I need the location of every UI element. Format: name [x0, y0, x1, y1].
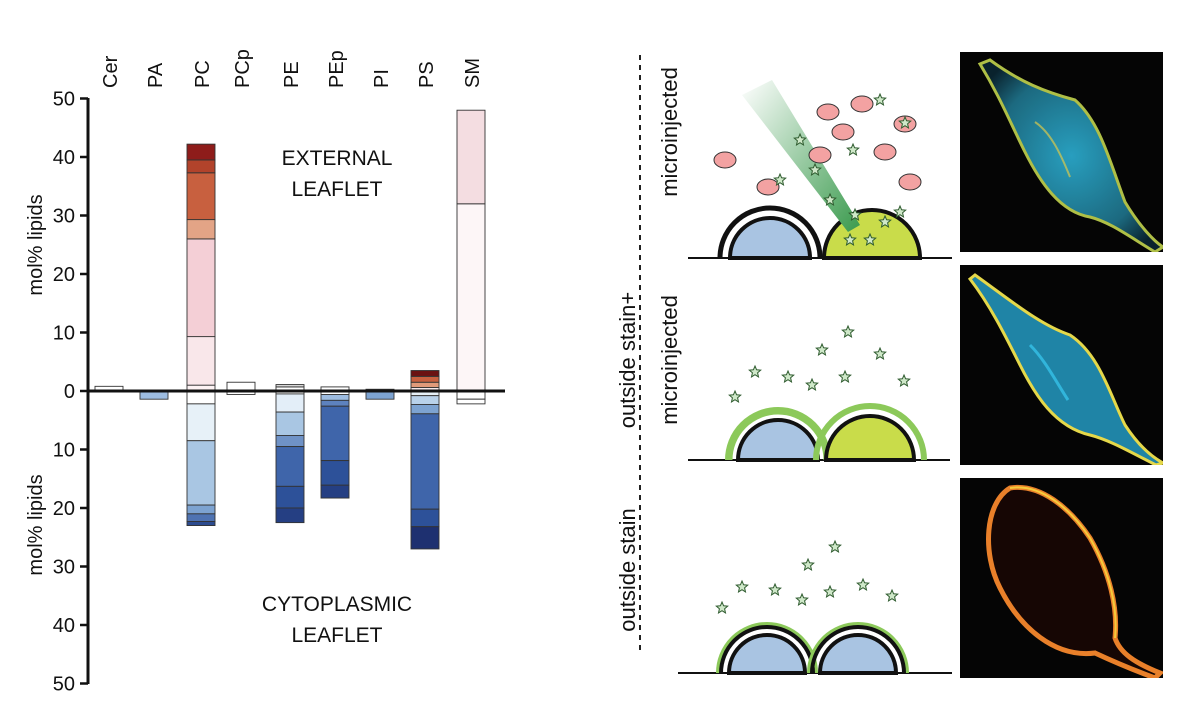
- y-axis-label-external: mol% lipids: [25, 194, 47, 295]
- row-label-microinjected-2: microinjected: [657, 295, 682, 425]
- external-leaflet-label: EXTERNAL: [282, 147, 393, 170]
- stain-star-icon: [873, 346, 887, 360]
- vesicle-8: [808, 146, 832, 164]
- y-tick-label: 10: [53, 440, 75, 462]
- y-tick-label: 30: [53, 557, 75, 579]
- vesicle-1: [756, 178, 780, 196]
- stain-star-icon: [823, 584, 837, 598]
- external-bar-segment-pe-1: [275, 384, 305, 388]
- external-bar-segment-pc-1: [186, 336, 216, 386]
- stain-star-icon: [801, 557, 815, 571]
- stain-star-icon: [897, 373, 911, 387]
- external-bar-segment-pc-4: [186, 172, 216, 221]
- external-bar-segment-sm-1: [456, 109, 486, 205]
- stain-star-icon: [795, 592, 809, 606]
- y-axis-label-cytoplasmic: mol% lipids: [25, 474, 47, 575]
- stain-star-icon: [805, 377, 819, 391]
- category-label-sm: SM: [462, 58, 484, 88]
- cell-blue-row2: [735, 418, 821, 462]
- vesicle-7: [898, 173, 922, 191]
- cytoplasmic-bar-segment-ps-5: [410, 526, 440, 550]
- stain-star-icon: [748, 364, 762, 378]
- micrograph-outside-stain-microinjected: [960, 265, 1163, 465]
- vesicle-5: [873, 143, 897, 161]
- stain-star-icon: [808, 162, 822, 176]
- stain-star-icon: [838, 369, 852, 383]
- stain-star-icon: [878, 214, 892, 228]
- cell-green-row2: [823, 414, 917, 462]
- stain-star-icon: [828, 539, 842, 553]
- cell-blue-left-row3: [726, 633, 808, 675]
- vesicle-0: [713, 151, 737, 169]
- micrograph-outside-stain: [960, 478, 1163, 678]
- external-bar-segment-ps-3: [410, 370, 440, 377]
- y-tick-label: 20: [53, 498, 75, 520]
- stain-star-icon: [873, 92, 887, 106]
- lipid-asymmetry-chart: 50 40 30 20 10 0 10 20 30 40 50 mol% lipids mol% lip…: [25, 49, 505, 696]
- cytoplasmic-bar-segment-ps-3: [410, 413, 440, 510]
- y-tick-label: 10: [53, 323, 75, 345]
- category-label-ps: PS: [416, 61, 438, 88]
- vesicle-2: [816, 103, 840, 121]
- category-label-pep: PEp: [326, 50, 348, 88]
- y-tick-label: 20: [53, 264, 75, 286]
- stain-star-icon: [863, 232, 877, 246]
- cytoplasmic-bar-segment-sm-1: [456, 398, 486, 405]
- y-tick-label: 30: [53, 206, 75, 228]
- cell-blue-right-row3: [817, 633, 899, 675]
- cytoplasmic-bar-segment-pe-4: [275, 446, 305, 487]
- y-tick-label: 50: [53, 674, 75, 696]
- y-tick-label: 40: [53, 615, 75, 637]
- cytoplasmic-bar-segment-pc-5: [186, 521, 216, 527]
- cytoplasmic-leaflet-label: CYTOPLASMIC: [262, 593, 412, 616]
- y-tick-label: 40: [53, 147, 75, 169]
- cell-green-row2-outer-stain: [813, 403, 927, 461]
- row-label-microinjected: microinjected: [657, 67, 682, 197]
- category-label-pc: PC: [192, 60, 214, 88]
- stain-star-icon: [898, 115, 912, 129]
- stain-star-icon: [735, 579, 749, 593]
- stain-star-icon: [893, 204, 907, 218]
- cytoplasmic-bar-segment-pc-1: [186, 403, 216, 442]
- stain-star-icon: [843, 232, 857, 246]
- stain-star-icon: [848, 207, 862, 221]
- category-label-pi: PI: [371, 69, 393, 88]
- cell-blue-row1: [727, 216, 813, 260]
- category-label-pcp: PCp: [232, 49, 254, 88]
- cell-membrane-left-row3: [719, 625, 815, 674]
- category-label-pa: PA: [145, 62, 167, 88]
- stain-star-icon: [856, 577, 870, 591]
- stain-star-icon: [773, 172, 787, 186]
- stain-star-icon: [728, 389, 742, 403]
- stain-star-icon: [793, 132, 807, 146]
- y-tick-label: 0: [64, 381, 75, 403]
- category-label-cer: Cer: [100, 55, 122, 88]
- row-label-outside-stain: outside stain: [615, 508, 640, 632]
- external-bar-segment-pc-6: [186, 143, 216, 161]
- cytoplasmic-bar-segment-pe-6: [275, 507, 305, 524]
- cytoplasmic-leaflet-label-line2: LEAFLET: [291, 624, 382, 647]
- row-label-outside-stain-plus: outside stain+: [615, 292, 640, 428]
- stain-star-icon: [715, 600, 729, 614]
- cell-outer-membrane-row1: [717, 205, 823, 259]
- cell-membrane-right-row3: [810, 625, 906, 674]
- y-tick-label: 50: [53, 89, 75, 111]
- vesicle-3: [850, 95, 874, 113]
- stain-star-icon: [768, 582, 782, 596]
- external-leaflet-label-line2: LEAFLET: [291, 178, 382, 201]
- external-bar-segment-pc-2: [186, 238, 216, 338]
- stain-star-icon: [815, 342, 829, 356]
- stain-star-icon: [781, 369, 795, 383]
- category-label-pe: PE: [281, 61, 303, 88]
- stain-star-icon: [846, 142, 860, 156]
- stain-star-icon: [841, 324, 855, 338]
- stain-star-icon: [885, 588, 899, 602]
- stain-star-icon: [823, 192, 837, 206]
- micrograph-microinjected: [960, 52, 1163, 252]
- vesicle-4: [831, 123, 855, 141]
- cytoplasmic-bar-segment-pep-5: [320, 484, 350, 499]
